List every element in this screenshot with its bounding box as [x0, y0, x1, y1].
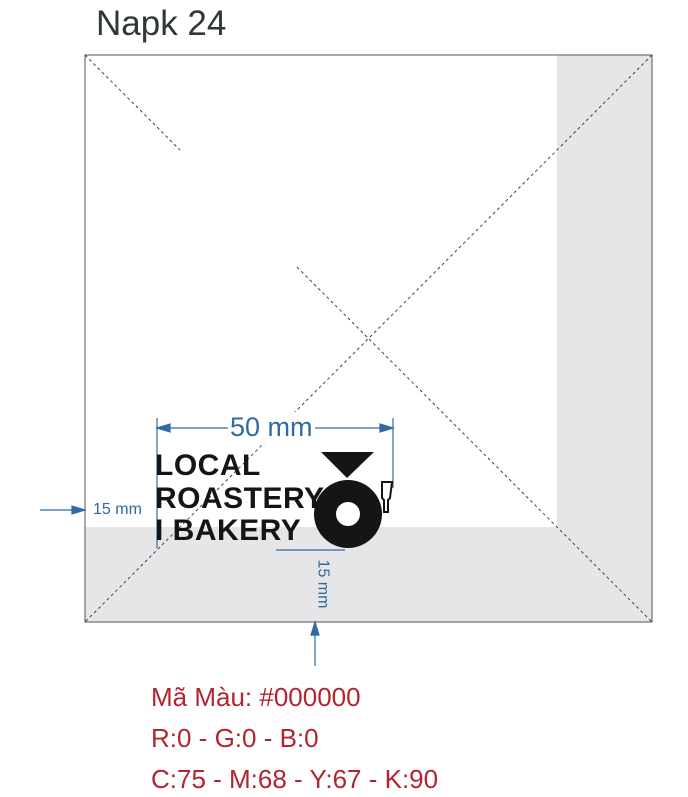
width-dimension-label: 50 mm — [228, 412, 315, 443]
color-rgb-text: R:0 - G:0 - B:0 — [151, 723, 319, 753]
dimension-lines — [40, 418, 396, 666]
fold-lines — [84, 54, 653, 623]
logo-text-line: LOCAL — [155, 449, 261, 482]
logo-text-line: ROASTERY — [155, 482, 325, 515]
color-hex-text: Mã Màu: #000000 — [151, 682, 361, 712]
left-margin-label: 15 mm — [93, 501, 142, 518]
page-title: Napk 24 — [96, 4, 227, 43]
logo-text-line: I BAKERY — [155, 514, 302, 547]
logo-icon — [314, 452, 394, 548]
bottom-margin-label: 15 mm — [314, 559, 332, 609]
fold-area-right — [557, 55, 652, 622]
color-cmyk-text: C:75 - M:68 - Y:67 - K:90 — [151, 764, 439, 794]
napkin-outline — [84, 54, 653, 623]
